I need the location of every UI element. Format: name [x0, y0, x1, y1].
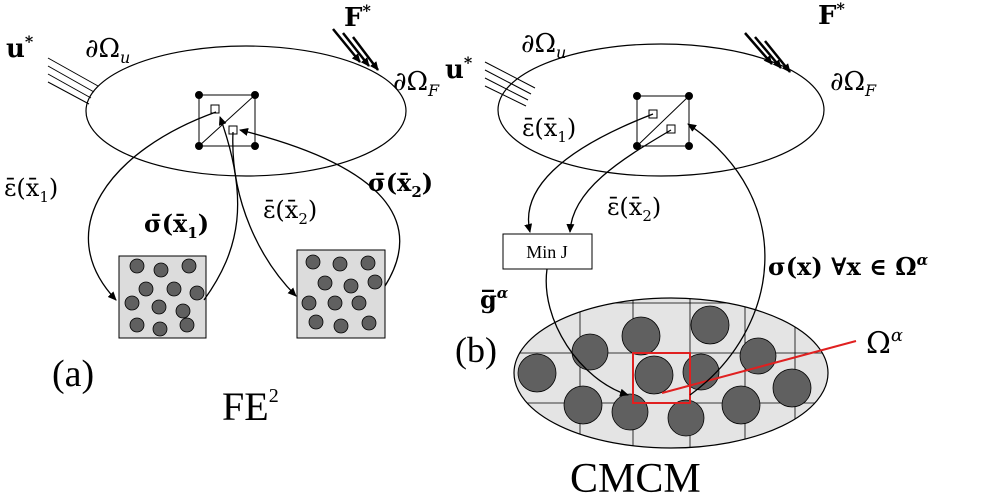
displacement-bc-b: [484, 61, 536, 107]
rve-cell-1: [118, 255, 207, 339]
strain-arrow-x2: [232, 131, 297, 297]
stress-field-label: σ(x) ∀x ∈ Ωα: [768, 251, 929, 281]
stress-arrow-x1: [203, 116, 239, 301]
panel-a: ∂Ωu ∂ΩF u* F* ε̄(x̄1) σ̄(x̄1) ε̄(x̄2) σ̄…: [4, 1, 440, 429]
coupling-arrows-b: [524, 113, 766, 397]
strain-x1-label-a: ε̄(x̄1): [4, 174, 58, 206]
stress-x2-label-a: σ̄(x̄2): [368, 168, 433, 201]
displacement-bc-a: [47, 57, 99, 105]
finite-element-a: [195, 91, 259, 150]
stress-field-arrow: [687, 123, 766, 396]
strain-arrow-b-x1: [524, 113, 654, 233]
panel-b: Min J: [445, 0, 929, 502]
strain-x2-label-b: ε̄(x̄2): [607, 193, 661, 225]
panel-b-tag: (b): [455, 330, 497, 370]
g-alpha-arrow: [545, 268, 629, 397]
g-alpha-label: g̅α: [480, 284, 509, 314]
finite-element-b: [633, 92, 693, 150]
displacement-label-a: u*: [6, 32, 34, 64]
boundary-f-label-a: ∂ΩF: [393, 67, 440, 100]
force-label-b: F*: [818, 0, 845, 31]
force-arrows-a: [332, 28, 379, 71]
strain-arrow-x1: [87, 111, 217, 301]
boundary-u-label-a: ∂Ωu: [85, 34, 130, 67]
minimization-label: Min J: [526, 242, 568, 262]
coupling-arrows-a: [87, 111, 401, 301]
macro-domain-a: [85, 45, 407, 177]
subdomain-omega-alpha: [632, 352, 691, 404]
method-cmcm-label: CMCM: [570, 456, 701, 502]
displacement-label-b: u*: [445, 53, 473, 85]
rve-cell-2: [296, 249, 386, 339]
stress-arrow-x2: [239, 128, 401, 287]
strain-x2-label-a: ε̄(x̄2): [263, 196, 317, 228]
strain-arrow-b-x2: [566, 129, 672, 233]
boundary-u-label-b: ∂Ωu: [521, 29, 566, 62]
method-fe2-label: FE2: [222, 384, 279, 429]
macro-domain-b: [497, 43, 825, 177]
minimization-box: [502, 233, 593, 270]
force-label-a: F*: [344, 1, 371, 33]
force-arrows-b: [744, 32, 791, 73]
panel-a-tag: (a): [52, 353, 94, 395]
stress-x1-label-a: σ̄(x̄1): [144, 209, 209, 242]
cmcm-domain: [513, 297, 857, 449]
omega-alpha-label: Ωα: [866, 325, 903, 361]
boundary-f-label-b: ∂ΩF: [830, 67, 877, 100]
strain-x1-label-b: ε̄(x̄1): [522, 114, 576, 146]
